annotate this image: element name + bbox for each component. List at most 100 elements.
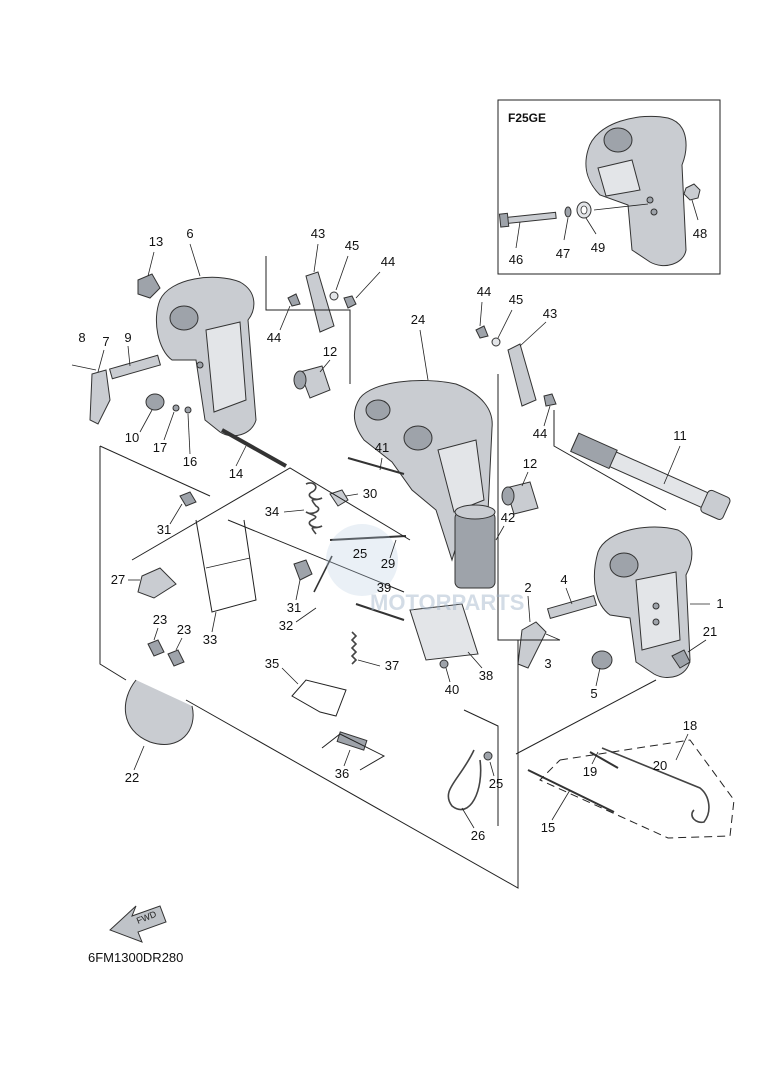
inset-bolt[interactable] xyxy=(503,211,557,225)
bracket-35[interactable] xyxy=(291,679,347,717)
washer-10[interactable] xyxy=(145,393,165,411)
callout-44a: 44 xyxy=(381,254,395,269)
lever-7[interactable] xyxy=(89,369,111,425)
callout-8: 8 xyxy=(78,330,85,345)
link-43-left[interactable] xyxy=(305,271,335,333)
through-bolt-11[interactable] xyxy=(570,431,731,520)
callout-37: 37 xyxy=(385,658,399,673)
plate-38[interactable] xyxy=(409,603,479,661)
callout-49: 49 xyxy=(591,240,605,255)
clamp-screw-4[interactable] xyxy=(546,594,598,620)
guide-f xyxy=(553,410,667,511)
guide-k xyxy=(321,733,386,771)
callout-35: 35 xyxy=(265,656,279,671)
callout-38: 38 xyxy=(479,668,493,683)
inset-f25ge: F25GE 46 47 49 48 xyxy=(497,99,721,275)
leader-7 xyxy=(97,349,105,373)
bushing-12-right[interactable] xyxy=(505,481,539,515)
callout-12a: 12 xyxy=(323,344,337,359)
leader-43b xyxy=(519,321,547,347)
inset-flat-washer-hole xyxy=(580,205,588,215)
callout-14: 14 xyxy=(229,466,243,481)
leader-5 xyxy=(595,667,601,687)
pin-8[interactable] xyxy=(71,364,97,371)
bushing-12-left[interactable] xyxy=(299,365,331,399)
bolt-31-lower[interactable] xyxy=(293,559,313,581)
guide-a xyxy=(265,256,351,384)
rod-32[interactable] xyxy=(313,555,333,593)
bolt-44-left[interactable] xyxy=(343,295,357,309)
grip-22[interactable] xyxy=(124,679,194,745)
tube-14[interactable] xyxy=(221,428,287,468)
guide-j xyxy=(227,519,405,593)
callout-32: 32 xyxy=(279,618,293,633)
grease-nipple-21[interactable] xyxy=(671,649,691,669)
pin-40[interactable] xyxy=(439,659,449,669)
tilt-cylinder-42[interactable] xyxy=(454,511,496,589)
leader-45a xyxy=(335,255,349,291)
washer-17[interactable] xyxy=(172,404,180,412)
clip-25[interactable] xyxy=(483,751,493,761)
washer-5[interactable] xyxy=(591,650,613,670)
assembly-guide-lines xyxy=(99,256,735,889)
callout-44c: 44 xyxy=(477,284,491,299)
leader-31a xyxy=(169,503,183,525)
leader-14 xyxy=(235,445,247,467)
lever-27[interactable] xyxy=(137,567,177,599)
grease-nipple-23a[interactable] xyxy=(147,639,165,657)
leader-41 xyxy=(379,457,383,471)
bolt-16[interactable] xyxy=(184,406,192,414)
leader-13 xyxy=(147,251,155,277)
rod-39[interactable] xyxy=(355,603,405,621)
leader-37 xyxy=(357,659,381,667)
left-bracket-hole xyxy=(169,305,199,331)
callout-36: 36 xyxy=(335,766,349,781)
grip-19[interactable] xyxy=(589,751,619,769)
inset-nut[interactable] xyxy=(683,183,701,201)
leader-44a xyxy=(355,271,381,299)
callout-3: 3 xyxy=(544,656,551,671)
pin-9[interactable] xyxy=(108,354,162,380)
wire-26[interactable] xyxy=(447,749,482,811)
spring-37[interactable] xyxy=(350,631,358,665)
rod-20[interactable] xyxy=(601,747,710,824)
callout-20: 20 xyxy=(653,758,667,773)
bolt-30[interactable] xyxy=(329,489,349,507)
inset-axis-line xyxy=(593,203,649,211)
bolt-44-left-b[interactable] xyxy=(287,293,301,307)
callout-44b: 44 xyxy=(267,330,281,345)
grease-nipple-23b[interactable] xyxy=(167,649,185,667)
callout-2: 2 xyxy=(524,580,531,595)
leader-26 xyxy=(461,807,475,829)
bracket-nut-13[interactable] xyxy=(137,273,161,299)
callout-9: 9 xyxy=(124,330,131,345)
leader-38 xyxy=(467,651,483,669)
callout-11: 11 xyxy=(673,428,687,443)
spring-34[interactable] xyxy=(305,482,323,535)
tilt-support-crossbar xyxy=(205,557,251,569)
group-18-box xyxy=(539,739,735,839)
rod-15[interactable] xyxy=(527,769,615,813)
callout-45a: 45 xyxy=(345,238,359,253)
link-43-right[interactable] xyxy=(507,343,537,407)
callout-12b: 12 xyxy=(523,456,537,471)
bolt-31-upper[interactable] xyxy=(179,491,197,507)
leader-11 xyxy=(663,445,681,485)
washer-45-left[interactable] xyxy=(329,291,339,301)
pin-3[interactable] xyxy=(545,633,561,641)
inset-lock-washer[interactable] xyxy=(564,206,572,218)
washer-45-right[interactable] xyxy=(491,337,501,347)
bolt-44-right-top[interactable] xyxy=(475,325,489,339)
bolt-44-right-bottom[interactable] xyxy=(543,393,557,407)
shaft-41[interactable] xyxy=(347,457,405,475)
tilt-support-33[interactable] xyxy=(195,519,257,613)
leader-30 xyxy=(345,493,359,497)
callout-33: 33 xyxy=(203,632,217,647)
leader-22 xyxy=(133,745,145,771)
left-clamp-bracket-group xyxy=(71,273,287,468)
leader-40 xyxy=(445,667,451,683)
callout-47: 47 xyxy=(556,246,570,261)
lever-2[interactable] xyxy=(517,621,547,669)
watermark: MOTORPARTS xyxy=(326,524,524,615)
rod-29[interactable] xyxy=(329,535,407,541)
